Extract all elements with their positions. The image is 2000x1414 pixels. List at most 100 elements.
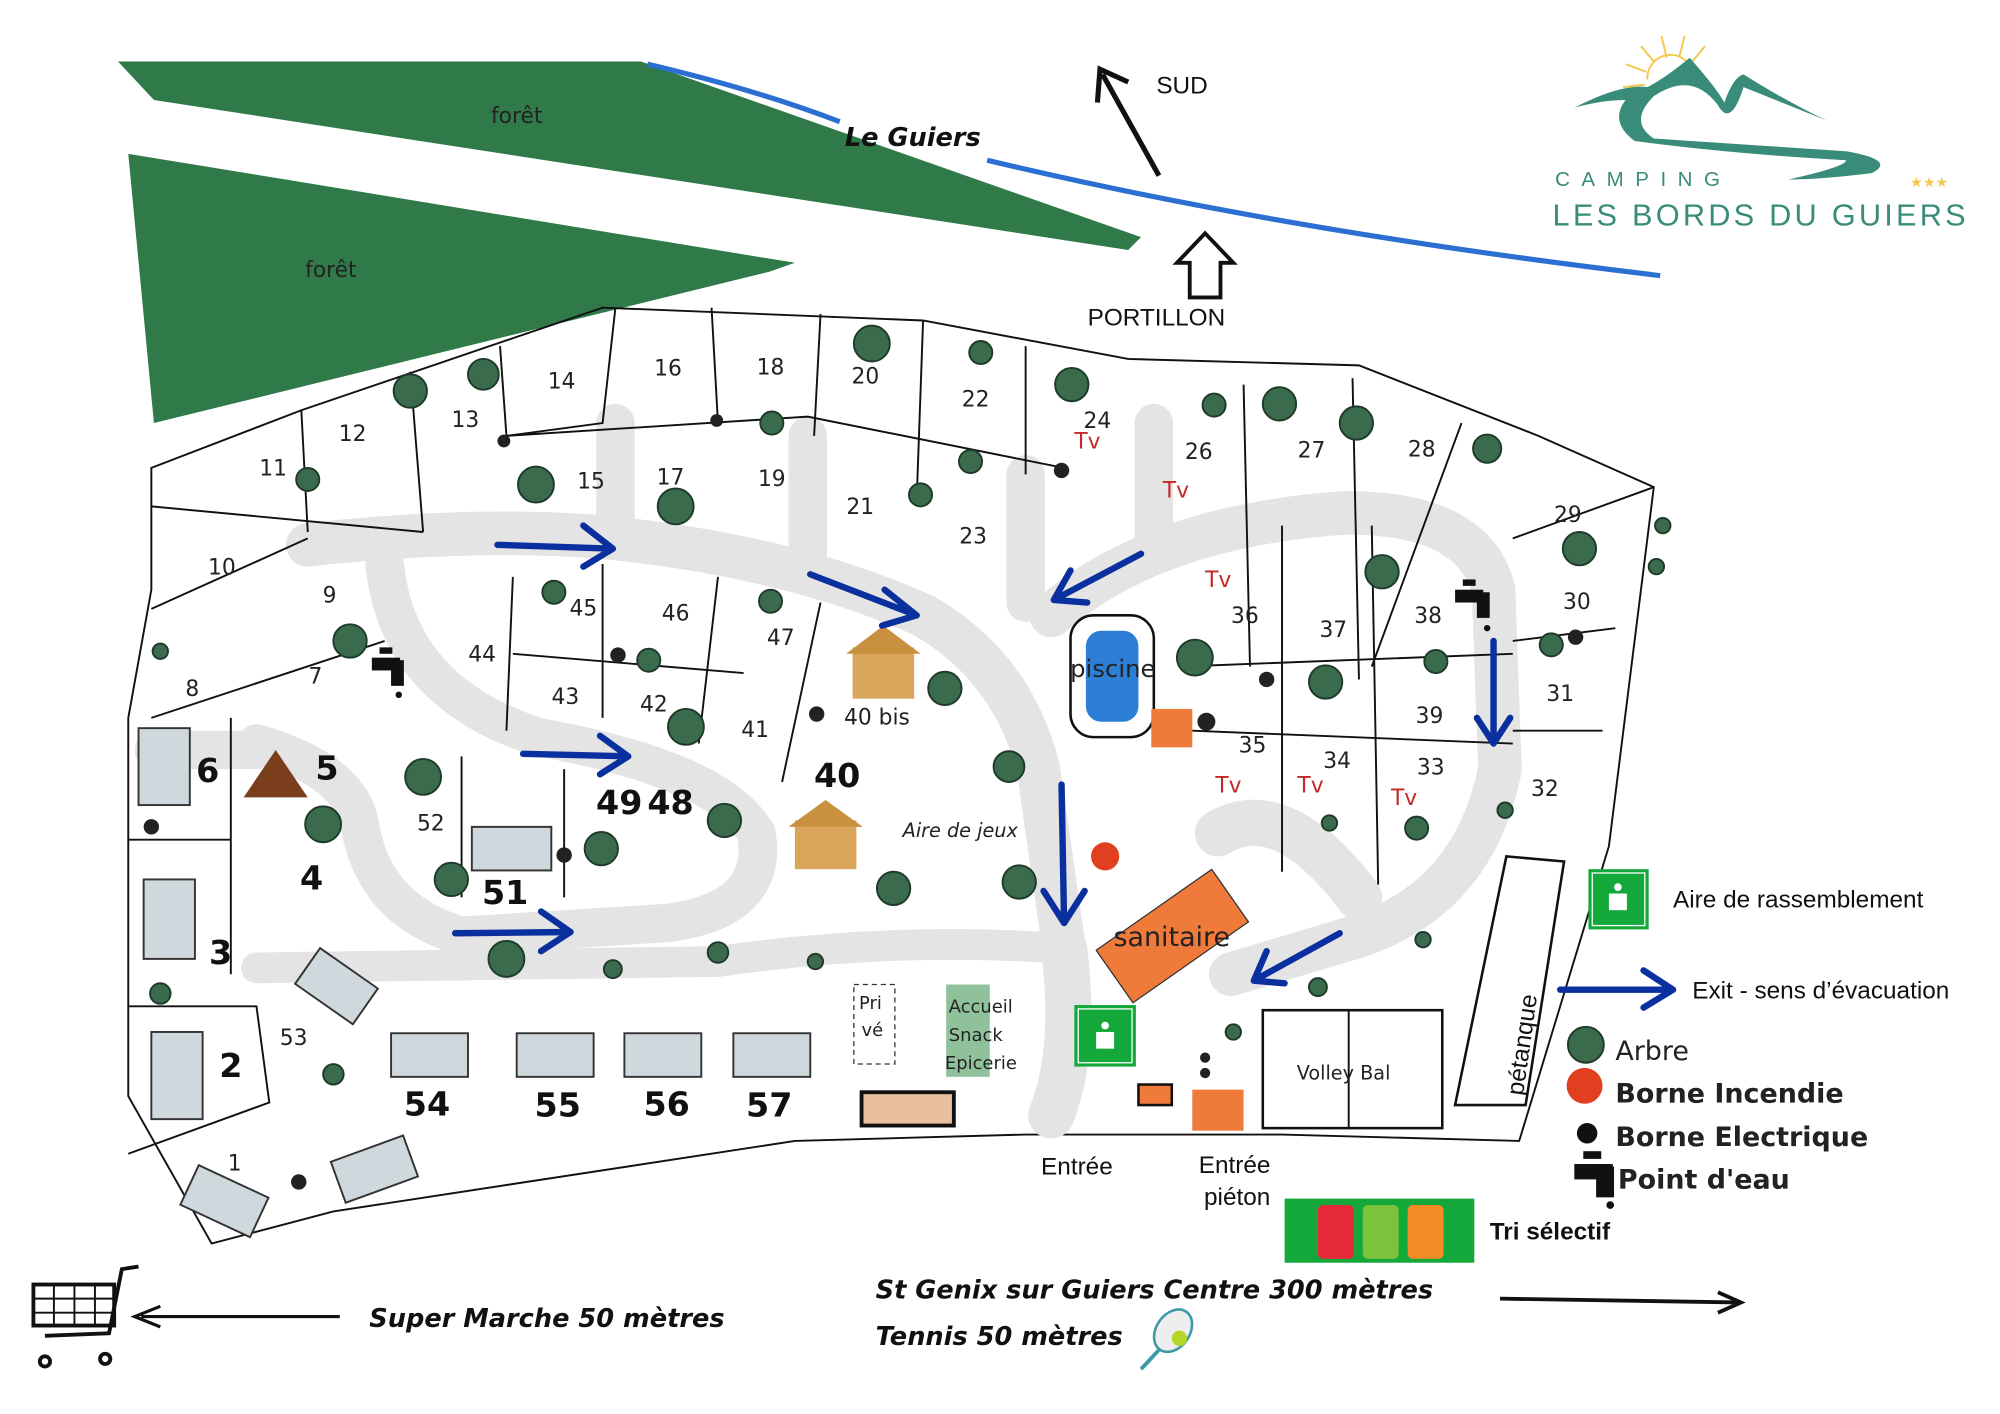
pool-building <box>1151 708 1193 748</box>
pitch-number: 52 <box>417 812 445 837</box>
pitch-number: 8 <box>185 677 199 702</box>
town-direction: St Genix sur Guiers Centre 300 mètres <box>876 1276 1433 1306</box>
pitch-number: 12 <box>339 422 367 447</box>
pitch-number: 53 <box>280 1026 308 1051</box>
tv-mark: Tv <box>1073 430 1100 455</box>
petanque-court <box>1453 854 1566 1107</box>
tennis-direction: Tennis 50 mètres <box>876 1322 1123 1352</box>
gate-arrow-icon <box>1172 230 1238 300</box>
water-tap-icon <box>371 647 404 699</box>
pitch-number: 1 <box>228 1151 242 1176</box>
water-tap-icon <box>1455 579 1491 632</box>
legend-assembly-label: Aire de rassemblement <box>1673 887 1924 914</box>
playground-label: Aire de jeux <box>901 819 1019 842</box>
reception-building <box>946 984 990 1077</box>
sanitary-label: sanitaire <box>1113 922 1230 953</box>
chalet-icon <box>852 647 915 699</box>
pitch-number: 18 <box>757 355 785 380</box>
pitch-number: 4 <box>300 859 323 898</box>
campsite-boundary <box>127 306 1655 1245</box>
pitch-number: 55 <box>535 1086 581 1125</box>
legend-tree-label: Arbre <box>1615 1036 1689 1067</box>
waste-sorting-label: Tri sélectif <box>1490 1219 1611 1246</box>
pitch-number: 24 <box>1084 409 1112 434</box>
pitch-number: 5 <box>315 748 338 787</box>
pedestrian-entrance-label: piéton <box>1204 1184 1270 1211</box>
legend-exit-label: Exit - sens d’évacuation <box>1692 978 1949 1005</box>
fire-hydrant-icon <box>1091 842 1120 871</box>
left-arrow-icon <box>130 1304 340 1329</box>
pitch-number: 16 <box>654 357 682 382</box>
pitch-number: 21 <box>846 495 874 520</box>
pool-label: piscine <box>1070 654 1155 683</box>
pitch-number: 46 <box>662 601 690 626</box>
legend-electric-label: Borne Electrique <box>1615 1122 1868 1153</box>
pitch-number: 30 <box>1563 590 1591 615</box>
pitch-number: 47 <box>767 626 795 651</box>
pitch-number: 2 <box>219 1046 242 1085</box>
legend-water-label: Point d'eau <box>1618 1164 1790 1195</box>
private-label: vé <box>862 1020 884 1041</box>
pitch-number: 41 <box>741 718 769 743</box>
pitch-number: 33 <box>1417 755 1445 780</box>
volleyball-label: Volley Bal <box>1297 1061 1391 1084</box>
legend-fire-label: Borne Incendie <box>1615 1078 1843 1109</box>
electric-terminals <box>143 414 1584 1190</box>
entrance-label: Entrée <box>1041 1153 1113 1180</box>
reception-label: Epicerie <box>945 1053 1017 1074</box>
camping-logo: CAMPING ★★★ LES BORDS DU GUIERS <box>1553 35 1969 233</box>
pitch-number: 43 <box>552 685 580 710</box>
pitch-number: 34 <box>1323 749 1351 774</box>
forest-area <box>118 61 1142 250</box>
right-arrow-icon <box>1499 1290 1746 1315</box>
recycling-bins-icon <box>1284 1198 1475 1263</box>
river <box>646 61 841 125</box>
pitch-number: 45 <box>570 596 598 621</box>
legend: Aire de rassemblement Exit - sens d’évac… <box>1557 869 1949 1209</box>
shopping-cart-icon <box>31 1264 139 1369</box>
tv-marks: Tv Tv Tv Tv Tv Tv <box>1073 430 1417 811</box>
roads <box>134 403 1522 1139</box>
pitch-number: 40 bis <box>844 705 910 730</box>
pitch-number: 37 <box>1319 618 1347 643</box>
evacuation-arrows <box>451 522 1514 987</box>
pitch-number: 26 <box>1185 440 1213 465</box>
mountain-river-icon <box>1574 57 1881 180</box>
logo-name: LES BORDS DU GUIERS <box>1553 198 1969 233</box>
pitch-numbers: 1 2 3 4 5 6 7 8 9 10 11 12 13 14 15 16 1… <box>185 355 1590 1176</box>
pitch-number: 36 <box>1231 604 1259 629</box>
pitch-number: 20 <box>852 364 880 389</box>
electric-terminal-icon <box>1576 1122 1598 1144</box>
pitch-number: 13 <box>452 408 480 433</box>
direction-arrow-icon <box>1100 73 1162 177</box>
pitch-number: 17 <box>657 466 685 491</box>
pitch-number: 22 <box>962 387 990 412</box>
north-label: SUD <box>1156 73 1207 100</box>
entrance-building <box>1192 1089 1244 1131</box>
chalet-icon <box>794 820 857 870</box>
sanitary-building <box>1095 868 1250 1004</box>
pool-water <box>1085 630 1139 722</box>
tv-mark: Tv <box>1296 773 1323 798</box>
private-area <box>853 983 896 1065</box>
pitch-number: 32 <box>1531 777 1559 802</box>
pitch-number: 15 <box>577 469 605 494</box>
tv-mark: Tv <box>1214 773 1241 798</box>
supermarket-direction: Super Marche 50 mètres <box>369 1304 724 1334</box>
logo-stars: ★★★ <box>1910 175 1948 191</box>
pitch-number: 31 <box>1546 682 1574 707</box>
exit-arrow-icon <box>1557 967 1677 1011</box>
pitch-number: 23 <box>959 525 987 550</box>
pedestrian-entrance-label: Entrée <box>1199 1152 1271 1179</box>
pitch-number: 39 <box>1416 704 1444 729</box>
reception-label: Snack <box>949 1025 1004 1046</box>
pitch-number: 38 <box>1414 604 1442 629</box>
pitch-number: 54 <box>404 1084 450 1123</box>
pitch-number: 48 <box>647 783 693 822</box>
parking-barrier <box>859 1090 956 1128</box>
forest-label: forêt <box>305 258 357 283</box>
forest-area <box>128 153 795 424</box>
water-tap-icon <box>1574 1151 1615 1209</box>
forest-label: forêt <box>491 104 543 129</box>
